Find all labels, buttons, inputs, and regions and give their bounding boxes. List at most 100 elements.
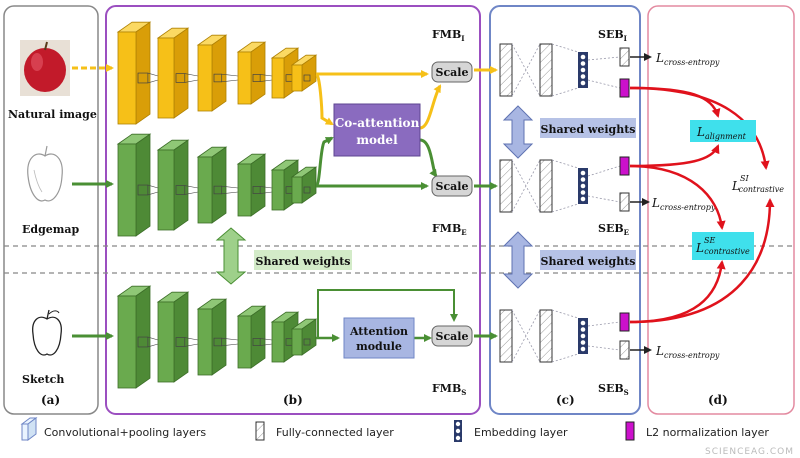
emb-connection <box>551 159 579 213</box>
embedding-node <box>580 320 586 326</box>
kernel-square <box>137 184 149 196</box>
si-from-sketch <box>629 198 775 324</box>
embedding-node <box>580 183 586 189</box>
kernel-line <box>221 73 239 77</box>
embedding-node <box>580 346 586 352</box>
fc-connection <box>511 309 541 363</box>
attention-label-2: module <box>356 340 402 353</box>
panel-b-frame <box>105 5 481 415</box>
kernel-square <box>175 185 186 195</box>
kernel-line <box>184 343 199 347</box>
kernel-line <box>221 185 239 189</box>
fc-connection <box>511 159 541 213</box>
embedding-node <box>580 80 586 86</box>
kernel-square <box>137 336 149 348</box>
kernel-line <box>184 73 199 77</box>
kernel-square <box>213 337 223 347</box>
out-connection <box>587 56 621 89</box>
embedding-node <box>580 67 586 73</box>
conv-block-front <box>237 315 252 369</box>
kernel-line <box>184 337 199 341</box>
scale-i: Scale <box>431 61 473 83</box>
kernel-line <box>147 191 159 196</box>
kernel-line <box>147 336 159 341</box>
sketch-image <box>32 309 62 356</box>
seb-edgemap <box>499 159 621 213</box>
conv-block-front <box>237 163 252 217</box>
embedding-node <box>580 340 586 345</box>
conv-stack-image <box>116 21 318 125</box>
svg-text:Shared weights: Shared weights <box>256 255 351 268</box>
embedding-node <box>580 177 586 182</box>
embedding-node <box>580 74 586 79</box>
svg-text:Fully-connected layer: Fully-connected layer <box>276 426 394 439</box>
conv-block-side <box>211 146 227 224</box>
conv-block-front <box>197 44 213 112</box>
kernel-square <box>175 337 186 347</box>
kernel-line <box>260 186 273 189</box>
legend-emb: Embedding layer <box>454 420 568 442</box>
fc-layer <box>499 159 513 213</box>
kernel-square <box>175 73 186 83</box>
natural-image <box>20 40 70 96</box>
fc-layer <box>539 309 553 363</box>
emb-connection <box>551 43 579 97</box>
conv-block-front <box>197 308 213 376</box>
loss-alignment-box <box>690 120 756 142</box>
kernel-line <box>184 79 199 83</box>
conv-block-front <box>291 176 303 204</box>
edgemap-image <box>27 145 63 202</box>
conv-block-side <box>173 291 189 383</box>
conv-block-front <box>117 295 137 389</box>
kernel-line <box>260 74 273 77</box>
svg-text:Embedding layer: Embedding layer <box>474 426 568 439</box>
embedding-node <box>580 196 586 202</box>
l2-norm-layer <box>619 78 630 98</box>
kernel-square <box>213 73 223 83</box>
embedding-node <box>580 54 586 60</box>
conv-block-front <box>157 37 175 119</box>
shared-weights-b: Shared weights <box>215 227 352 285</box>
legend-conv: Convolutional+pooling layers <box>20 417 206 441</box>
section-d-label: (d) <box>708 393 728 407</box>
kernel-line <box>260 338 273 341</box>
coattention-label-1: Co-attention <box>335 116 420 130</box>
out-connection <box>587 165 621 203</box>
conv-block-side <box>211 34 227 112</box>
watermark-text: SCIENCEAG.COM <box>705 447 794 457</box>
legend-fc: Fully-connected layer <box>255 421 394 441</box>
attention-module-box <box>343 317 415 359</box>
panel-a-frame <box>3 5 99 415</box>
loss-si-box <box>730 170 792 196</box>
emb-connection <box>551 309 579 363</box>
seb-e-label: SEBE <box>598 222 629 237</box>
conv-stack-edgemap <box>116 133 318 237</box>
fmb-e-label: FMBE <box>432 222 467 237</box>
si-from-image <box>629 86 770 170</box>
kernel-square <box>213 185 223 195</box>
kernel-line <box>260 343 273 346</box>
kernel-square <box>137 72 149 84</box>
fc-layer <box>499 43 513 97</box>
output-fc-layer <box>619 47 630 67</box>
shared-weights-c-upper: Shared weights <box>502 105 636 159</box>
conv-block-front <box>291 328 303 356</box>
kernel-square <box>252 186 261 194</box>
svg-text:Scale: Scale <box>436 66 469 79</box>
kernel-line <box>147 79 159 84</box>
svg-text:Scale: Scale <box>436 330 469 343</box>
sketch-label: Sketch <box>22 373 64 386</box>
kernel-line <box>221 191 239 195</box>
coattention-model-box <box>333 103 421 157</box>
attention-label-1: Attention <box>349 325 408 338</box>
coattention-to-scale-e-arrow <box>419 138 438 178</box>
conv-block-front <box>271 321 285 363</box>
kernel-square <box>303 186 311 194</box>
loss-ce-sketch: Lcross-entropy <box>655 344 720 360</box>
se-from-sketch <box>629 260 726 324</box>
embedding-node <box>580 190 586 195</box>
conv-block-front <box>237 51 252 105</box>
kernel-square <box>303 74 311 82</box>
